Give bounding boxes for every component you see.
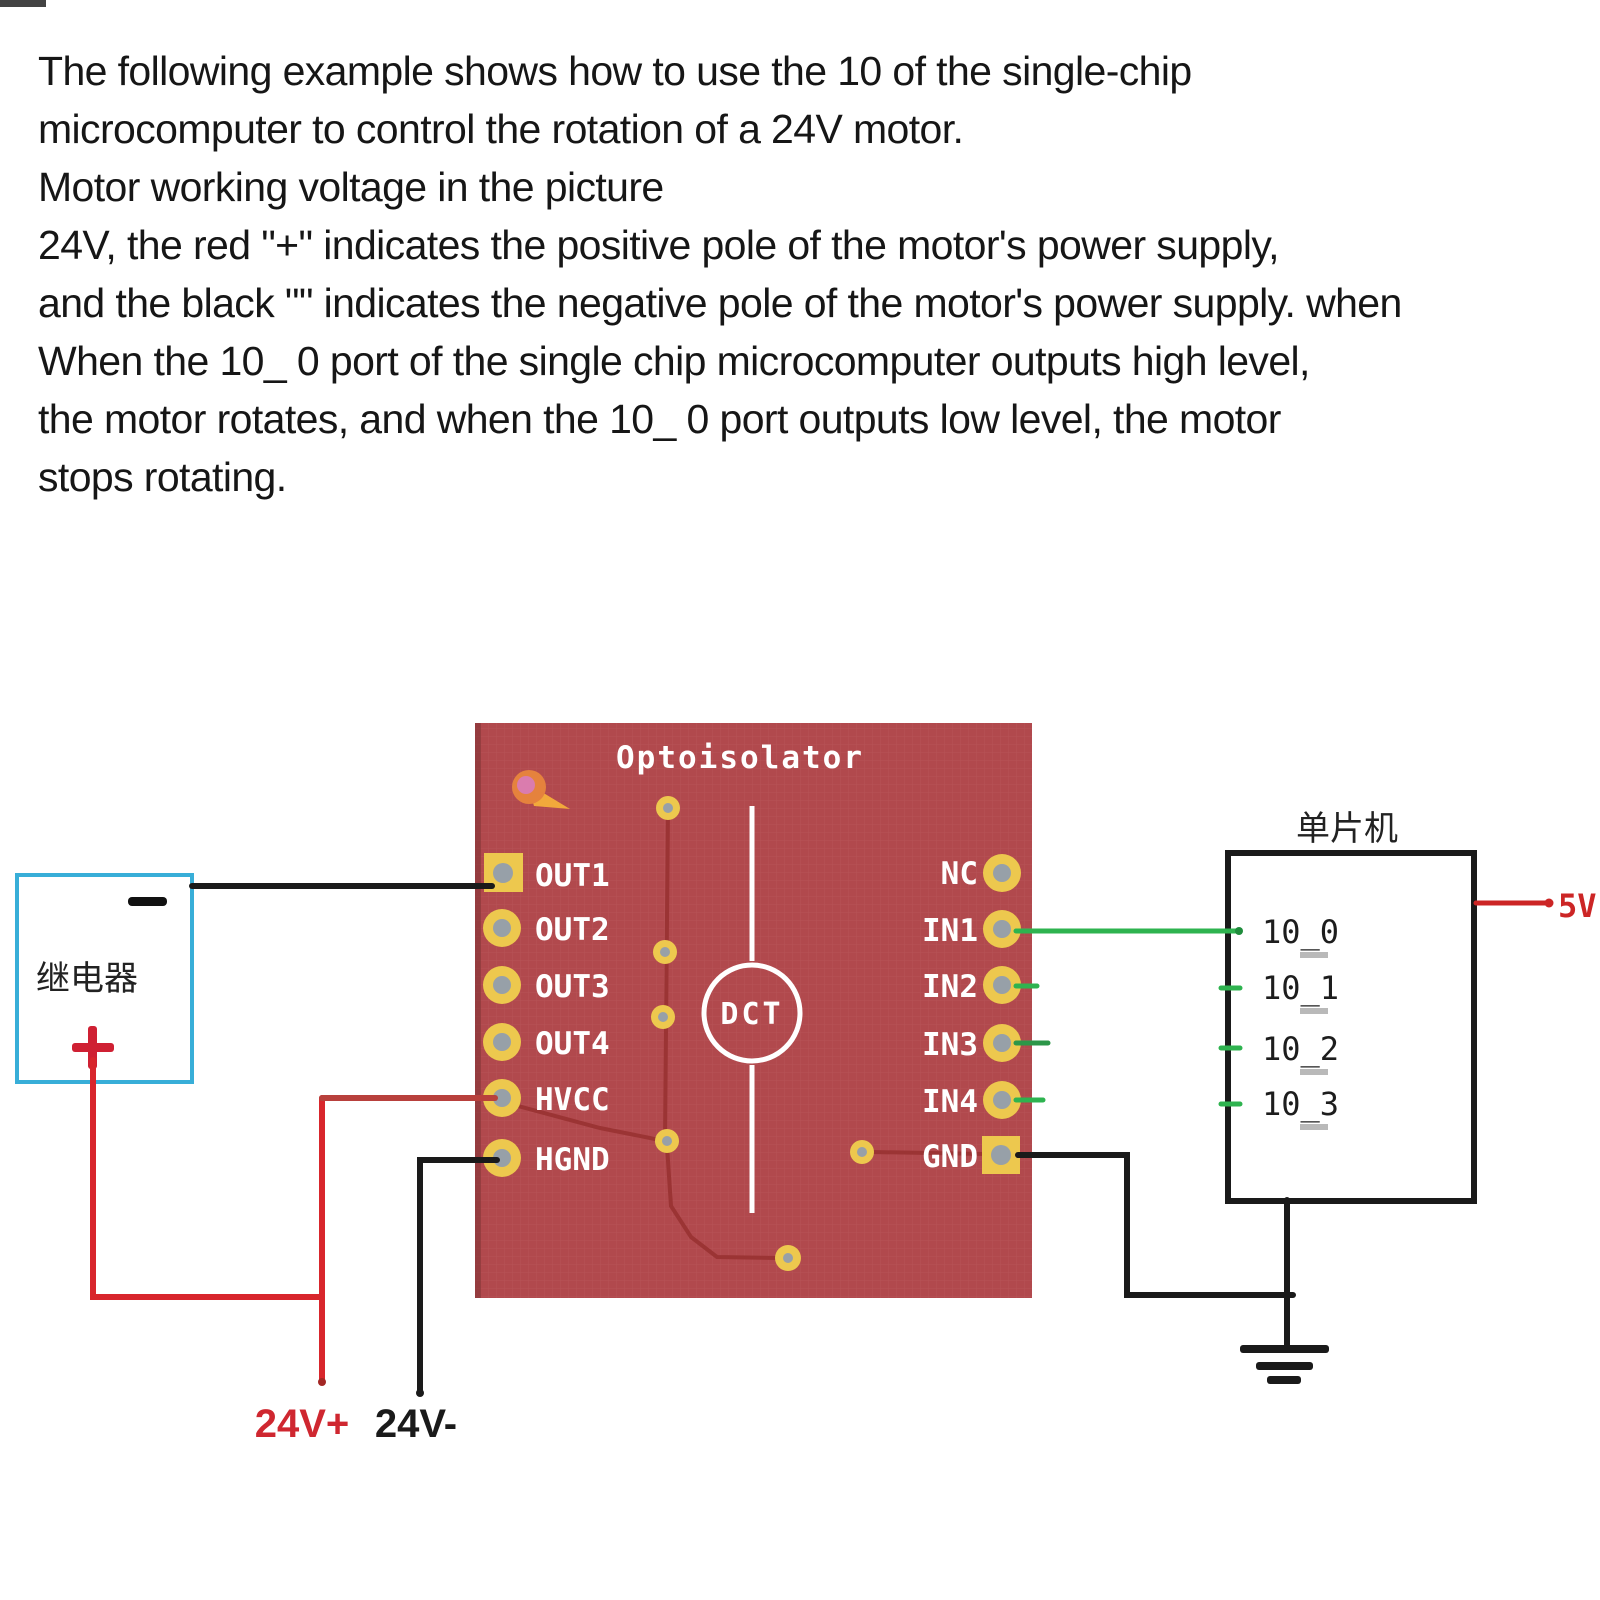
intro-line: The following example shows how to use t… [38,48,1192,94]
pin-label-out1: OUT1 [535,858,610,894]
pad-in4 [983,1081,1021,1119]
label-5v: 5V [1558,887,1597,925]
chip-label: DCT [720,997,783,1032]
wire-minus-endpoint [416,1389,424,1397]
green-signal-wires [1013,928,1243,1107]
vias [651,796,874,1271]
mcu-pin-io3: 10_3 [1262,1085,1339,1123]
relay-box: 继电器 [15,873,194,1084]
mcu-pin-io0: 10_0 [1262,913,1339,951]
wire-io0-endpoint [1235,927,1243,935]
pin-label-nc: NC [941,856,978,892]
silkscreen [701,806,803,1213]
pin-label-out4: OUT4 [535,1026,610,1062]
board-title: Optoisolator [616,740,864,776]
mcu-box: 单片机 10_0 10_1 10_2 10_3 [1225,809,1477,1204]
pad-out4 [483,1023,521,1061]
pad-nc [983,854,1021,892]
mcu-pin-io1: 10_1 [1262,969,1339,1007]
trace-gnd [870,1150,987,1156]
mcu-pin-underscore-marks [1300,952,1328,1130]
right-pads [982,854,1021,1174]
pin-label-hgnd: HGND [535,1142,610,1178]
trace-vertical [663,806,670,1143]
trace-hvcc [505,1101,662,1142]
pin-label-out3: OUT3 [535,969,610,1005]
board-left-edge [475,723,481,1298]
intro-paragraph: The following example shows how to use t… [38,42,1578,506]
pad-out2 [483,909,521,947]
pad-out3 [483,966,521,1004]
scan-artifact [0,0,46,7]
pin-label-in4: IN4 [922,1084,978,1120]
via [850,1140,874,1164]
pad-in3 [983,1024,1021,1062]
minus-sign [128,897,167,906]
pin-label-in1: IN1 [922,913,978,949]
intro-line: 24V, the red "+" indicates the positive … [38,222,1280,268]
intro-line: stops rotating. [38,454,287,500]
pin-labels: OUT1 OUT2 OUT3 OUT4 HVCC HGND NC IN1 IN2… [535,856,978,1178]
mcu-title: 单片机 [1296,809,1398,849]
via [775,1245,801,1271]
mcu-outline [1225,850,1477,1204]
wire-plus-endpoint [318,1378,326,1386]
mcu-pin-labels: 10_0 10_1 10_2 10_3 [1262,913,1339,1123]
pin-label-gnd: GND [922,1139,978,1175]
intro-line: microcomputer to control the rotation of… [38,106,964,152]
wire-5v-endpoint [1544,898,1554,908]
intro-line: When the 10_ 0 port of the single chip m… [38,338,1310,384]
pin-label-out2: OUT2 [535,912,610,948]
label-24v-minus: 24V- [375,1402,457,1446]
optoisolator-board: DCT Optoisolator [475,723,1032,1298]
relay-outline [15,873,194,1084]
intro-line: the motor rotates, and when the 10_ 0 po… [38,396,1281,442]
droplet-icon [512,770,570,809]
via [653,940,677,964]
pin-label-in3: IN3 [922,1027,978,1063]
wire-24v-minus [417,1157,500,1396]
pin-label-hvcc: HVCC [535,1082,610,1118]
intro-line: and the black "" indicates the negative … [38,280,1402,326]
trace-bottom [665,1144,780,1260]
pin-label-in2: IN2 [922,969,978,1005]
pad-in1 [983,910,1021,948]
via [656,796,680,820]
intro-line: Motor working voltage in the picture [38,164,664,210]
gnd-wires [1015,1152,1296,1350]
via [651,1005,675,1029]
label-24v-plus: 24V+ [255,1402,350,1446]
chip-circle [701,962,803,1064]
droplet-core [517,776,535,794]
wire-gnd-run [1015,1152,1296,1298]
pad-gnd [982,1136,1020,1174]
earth-ground-symbol [1240,1345,1329,1384]
wire-24v-plus [90,1057,325,1384]
via [655,1129,679,1153]
pcb-traces [505,806,987,1260]
left-pads [483,853,523,1177]
pad-hvcc [483,1079,521,1117]
wire-plus-run [90,1057,325,1300]
pad-in2 [983,966,1021,1004]
relay-label: 继电器 [36,959,138,999]
mcu-pin-io2: 10_2 [1262,1030,1339,1068]
